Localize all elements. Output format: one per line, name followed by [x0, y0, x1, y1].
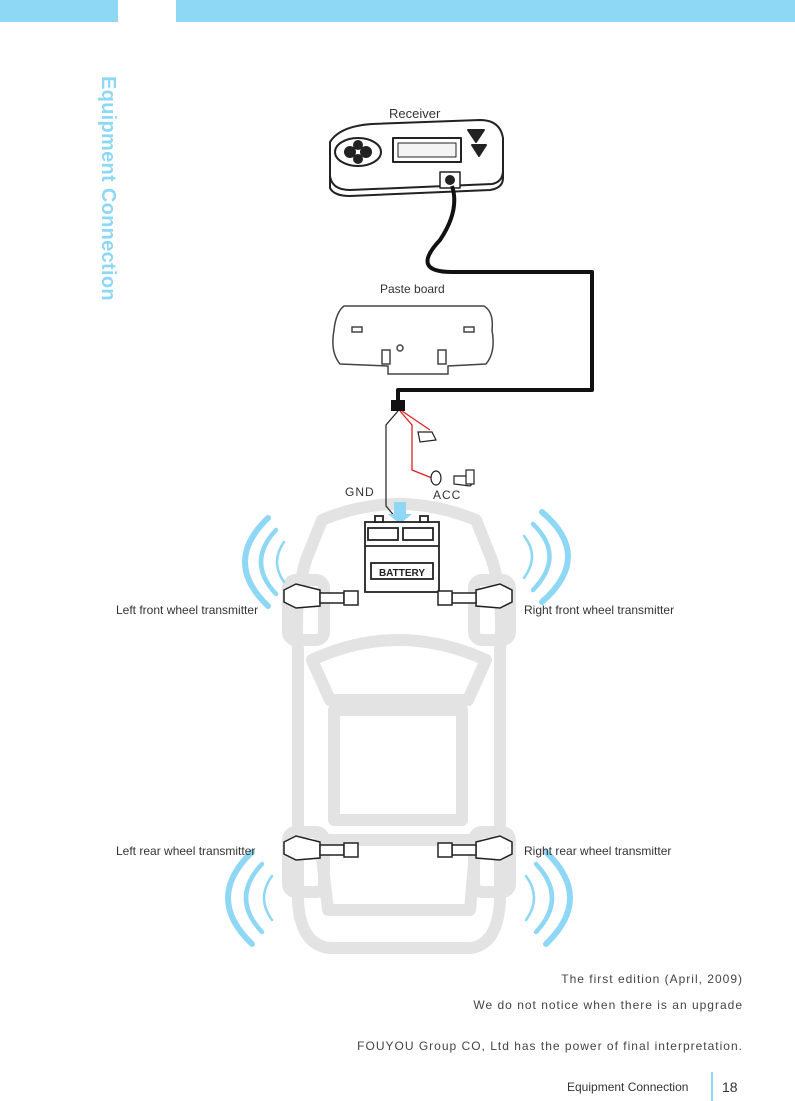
right-front-label: Right front wheel transmitter: [524, 603, 675, 617]
transmitter-right-rear: [437, 835, 513, 861]
paste-board: [332, 305, 494, 375]
signal-waves-left-rear: [225, 849, 274, 947]
connector-block: [391, 400, 405, 411]
transmitter-left-front: [283, 583, 359, 609]
receiver-label: Receiver: [389, 106, 441, 121]
gnd-wire: [385, 410, 399, 519]
interpretation-note: FOUYOU Group CO, Ltd has the power of fi…: [357, 1039, 743, 1053]
acc-wire-upper: [401, 410, 431, 431]
fuse-holder: [417, 431, 437, 443]
acc-wire: [399, 410, 433, 479]
car-outline: [282, 498, 516, 954]
receiver-cable: [396, 185, 594, 402]
battery-label: BATTERY: [379, 568, 425, 579]
header-bar-left: [0, 0, 118, 22]
acc-label: ACC: [433, 488, 462, 502]
ignition-key: [430, 469, 475, 487]
receiver-device: [329, 119, 504, 197]
battery: [364, 502, 440, 593]
transmitter-left-rear: [283, 835, 359, 861]
header-bar-right: [176, 0, 795, 22]
signal-waves-right-front: [522, 509, 571, 605]
left-rear-label: Left rear wheel transmitter: [116, 844, 256, 858]
section-title-vertical: Equipment Connection: [97, 76, 119, 301]
footer-section-name: Equipment Connection: [567, 1080, 689, 1094]
signal-waves-right-rear: [524, 849, 573, 947]
page-number: 18: [722, 1079, 738, 1095]
footer-divider: [711, 1072, 713, 1101]
transmitter-right-front: [437, 583, 513, 609]
left-front-label: Left front wheel transmitter: [116, 603, 259, 617]
paste-board-label: Paste board: [380, 282, 445, 296]
upgrade-note: We do not notice when there is an upgrad…: [473, 998, 743, 1012]
signal-waves-left-front: [242, 515, 286, 609]
edition-note: The first edition (April, 2009): [561, 972, 743, 986]
right-rear-label: Right rear wheel transmitter: [524, 844, 672, 858]
gnd-label: GND: [345, 485, 375, 499]
